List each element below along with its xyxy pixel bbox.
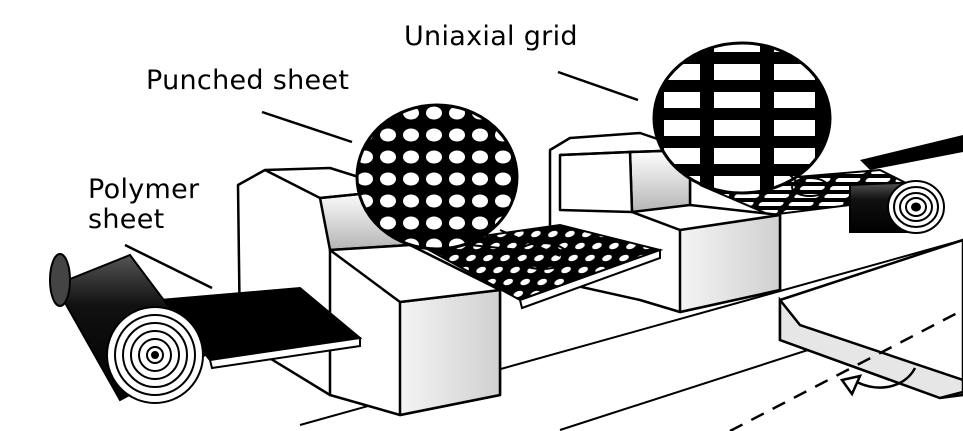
grid-rib [760, 43, 774, 193]
polymer-sheet-label-line1: Polymer [88, 174, 200, 205]
hole [403, 150, 419, 164]
hole [518, 173, 534, 186]
grid-bar [654, 136, 830, 148]
grid-bar [654, 80, 830, 92]
punched-sheet-label: Punched sheet [146, 65, 350, 96]
polymer-sheet-label: Polymer sheet [88, 174, 200, 236]
hole [426, 172, 442, 186]
hole [449, 216, 465, 230]
hole [449, 150, 465, 164]
hole [518, 107, 534, 120]
hole [380, 150, 396, 164]
hole [472, 172, 488, 186]
hole [449, 106, 465, 120]
hole [357, 106, 373, 120]
hole [426, 150, 442, 164]
hole [426, 216, 442, 230]
uniaxial-grid-magnifier [652, 41, 832, 197]
hole [518, 195, 534, 208]
hole [403, 128, 419, 142]
hole [426, 106, 442, 120]
hole [426, 194, 442, 208]
hole [380, 216, 396, 230]
hole [495, 150, 511, 164]
grid-bar [654, 108, 830, 120]
hole [518, 151, 534, 164]
polymer-sheet-label-line2: sheet [88, 204, 165, 236]
grid-bar [654, 164, 830, 176]
hole [426, 128, 442, 142]
hole [380, 172, 396, 186]
polymer-sheet-strip [158, 286, 363, 370]
leader-lines [124, 70, 639, 290]
hole [380, 194, 396, 208]
exit-strip [860, 135, 963, 170]
hole [495, 194, 511, 208]
hole [495, 106, 511, 120]
grid-rib [654, 43, 664, 193]
hole [472, 128, 488, 142]
grid-bar [654, 52, 830, 64]
hole [472, 194, 488, 208]
hole [403, 194, 419, 208]
hole [380, 128, 396, 142]
output-roll [849, 180, 945, 234]
uniaxial-grid-label: Uniaxial grid [404, 21, 578, 52]
hole [403, 216, 419, 230]
hole [449, 128, 465, 142]
hole [449, 172, 465, 186]
hole [403, 172, 419, 186]
grid-rib [700, 43, 714, 193]
hole [518, 129, 534, 142]
hole [472, 216, 488, 230]
input-roll [49, 253, 207, 404]
hole [472, 150, 488, 164]
hole [495, 172, 511, 186]
hole [357, 172, 373, 186]
punched-sheet-strip [416, 223, 664, 310]
output-platform [729, 238, 963, 431]
hole [518, 217, 534, 230]
hole [449, 194, 465, 208]
